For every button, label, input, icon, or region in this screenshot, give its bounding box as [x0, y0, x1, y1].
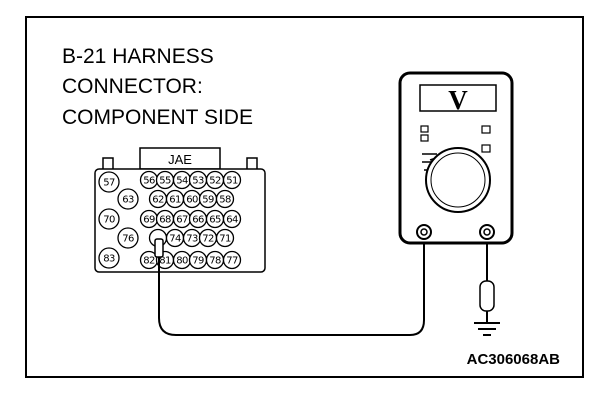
voltmeter-unit-symbol: V: [448, 85, 468, 115]
figure-code: AC306068AB: [467, 351, 561, 368]
ground-probe: [479, 280, 495, 322]
pin-63-cavity: [117, 188, 139, 210]
pin-69-label: 69: [143, 215, 155, 226]
mode-indicator-top: [420, 125, 429, 133]
pin-76-label: 76: [122, 234, 134, 245]
title-line-2: CONNECTOR:: [62, 75, 203, 98]
pin-56-label: 56: [143, 176, 155, 187]
pin-77-cavity: [222, 250, 242, 270]
pin-57-label: 57: [103, 178, 115, 189]
pin-83-label: 83: [103, 254, 115, 265]
pin-70-cavity: [98, 208, 120, 230]
function-button-1: [481, 125, 491, 134]
connector-brand-label: JAE: [168, 152, 192, 167]
voltmeter-display: [419, 84, 497, 112]
connector-pins: 57 56 55 54 53 52 51 63 62 61 60 59 58 70 69 68 67 66 65 64…: [98, 170, 242, 270]
pin-73-label: 73: [186, 234, 198, 245]
pin-82-label: 82: [143, 256, 155, 267]
pin-57-cavity: [98, 171, 120, 193]
figure-frame: [25, 16, 584, 378]
pin-60-label: 60: [186, 195, 198, 206]
pin-76-cavity: [117, 227, 139, 249]
pin-83-cavity: [98, 247, 120, 269]
pin-65-label: 65: [209, 215, 221, 226]
function-button-2: [481, 144, 491, 153]
pin-67-label: 67: [176, 215, 188, 226]
pin-68-label: 68: [159, 215, 171, 226]
pin-62-label: 62: [152, 195, 164, 206]
volt-jack-hole: [483, 228, 491, 236]
pin-80-label: 80: [176, 256, 188, 267]
pin-55-label: 55: [159, 176, 171, 187]
pin-72-label: 72: [202, 234, 214, 245]
pin-78-label: 78: [209, 256, 221, 267]
pin-71-label: 71: [219, 234, 231, 245]
harness-connector: JAE 57 56 55 54 53 52 51 63 62 61 60 59 58 70 69 68 67 66…: [94, 147, 266, 273]
connector-lock-right: [246, 157, 258, 171]
pin-63-label: 63: [122, 195, 134, 206]
pin-74-label: 74: [169, 234, 181, 245]
dial-inner-ring: [430, 152, 486, 208]
connector-lock-left: [102, 157, 114, 171]
back-probe: [154, 238, 164, 258]
pin-70-label: 70: [103, 215, 115, 226]
pin-79-label: 79: [192, 256, 204, 267]
ground-probe-grip: [479, 280, 495, 312]
pin-52-label: 52: [209, 176, 221, 187]
pin-51-label: 51: [226, 176, 238, 187]
title-line-1: B-21 HARNESS: [62, 45, 214, 68]
range-selector-dial: [425, 147, 491, 213]
com-jack-hole: [420, 228, 428, 236]
pin-58-label: 58: [219, 195, 231, 206]
voltmeter: V: [398, 71, 514, 245]
pin-81-label: 81: [159, 256, 171, 267]
pin-51-cavity: [222, 170, 242, 190]
probe-tip: [154, 238, 164, 258]
probe-lead-wire: [158, 232, 425, 336]
pin-59-label: 59: [202, 195, 214, 206]
pin-64-label: 64: [226, 215, 238, 226]
ground-symbol-icon: [474, 322, 500, 336]
pin-58-cavity: [215, 189, 235, 209]
pin-61-label: 61: [169, 195, 181, 206]
pin-77-label: 77: [226, 256, 238, 267]
title-line-3: COMPONENT SIDE: [62, 106, 253, 129]
pin-66-label: 66: [192, 215, 204, 226]
mode-indicator-bottom: [420, 134, 429, 142]
pin-54-label: 54: [176, 176, 188, 187]
pin-71-cavity: [215, 228, 235, 248]
pin-53-label: 53: [192, 176, 204, 187]
pin-64-cavity: [222, 209, 242, 229]
